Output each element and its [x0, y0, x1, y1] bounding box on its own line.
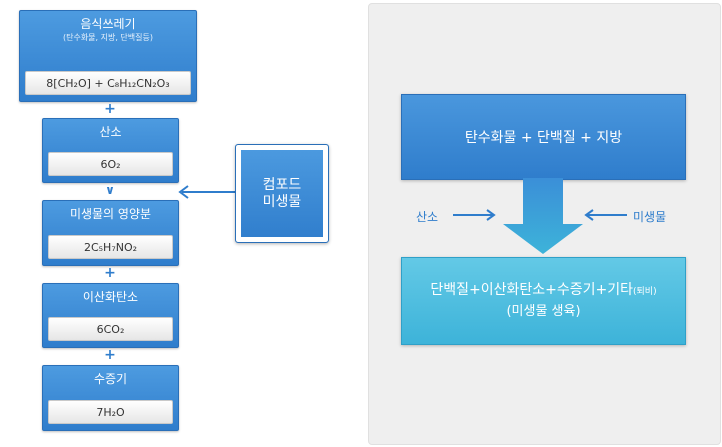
food-waste-card: 음식쓰레기 (탄수화물, 지방, 단백질등) 8[CH₂O] + C₈H₁₂CN… [19, 10, 197, 102]
output-products-line2: (미생물 생육) [506, 304, 581, 319]
arrow-right-icon [453, 209, 496, 221]
output-products-box: 단백질+이산화탄소+수증기+기타(퇴비) (미생물 생육) [401, 257, 686, 345]
compost-microbe-line2: 미생물 [262, 193, 302, 210]
plus-sign-2: + [104, 265, 116, 281]
input-nutrients-box: 탄수화물 + 단백질 + 지방 [401, 94, 686, 180]
food-waste-formula: 8[CH₂O] + C₈H₁₂CN₂O₃ [25, 71, 191, 95]
co2-formula: 6CO₂ [48, 317, 173, 341]
input-nutrients-label: 탄수화물 + 단백질 + 지방 [464, 130, 623, 146]
oxygen-card: 산소 6O₂ [42, 118, 179, 183]
arrow-left-icon [584, 209, 627, 221]
oxygen-title: 산소 [99, 125, 122, 139]
co2-card: 이산화탄소 6CO₂ [42, 283, 179, 348]
microbe-input-label: 미생물 [633, 210, 667, 224]
oxygen-formula: 6O₂ [48, 152, 173, 176]
compost-microbe-line1: 컴포드 [262, 176, 302, 193]
food-waste-subtitle: (탄수화물, 지방, 단백질등) [62, 33, 153, 42]
output-products-compost-note: (퇴비) [633, 287, 657, 297]
microbe-nutrient-formula: 2C₅H₇NO₂ [48, 235, 173, 259]
vapor-title: 수증기 [93, 372, 128, 386]
food-waste-title: 음식쓰레기 [80, 17, 136, 31]
oxygen-input-label: 산소 [416, 210, 439, 224]
output-products-line1: 단백질+이산화탄소+수증기+기타(퇴비) [430, 281, 656, 301]
output-products-main: 단백질+이산화탄소+수증기+기타 [430, 282, 634, 298]
vapor-formula: 7H₂O [48, 400, 173, 424]
plus-sign-1: + [104, 101, 116, 117]
vapor-card: 수증기 7H₂O [42, 365, 179, 431]
arrow-left-icon [178, 185, 236, 199]
plus-sign-3: + [104, 347, 116, 363]
process-down-arrow-icon [503, 178, 583, 254]
microbe-nutrient-card: 미생물의 영양분 2C₅H₇NO₂ [42, 200, 179, 266]
compost-microbe-box: 컴포드 미생물 [235, 144, 329, 243]
microbe-nutrient-title: 미생물의 영양분 [69, 207, 152, 221]
chevron-down-icon: ∨ [105, 183, 115, 197]
co2-title: 이산화탄소 [82, 290, 139, 304]
